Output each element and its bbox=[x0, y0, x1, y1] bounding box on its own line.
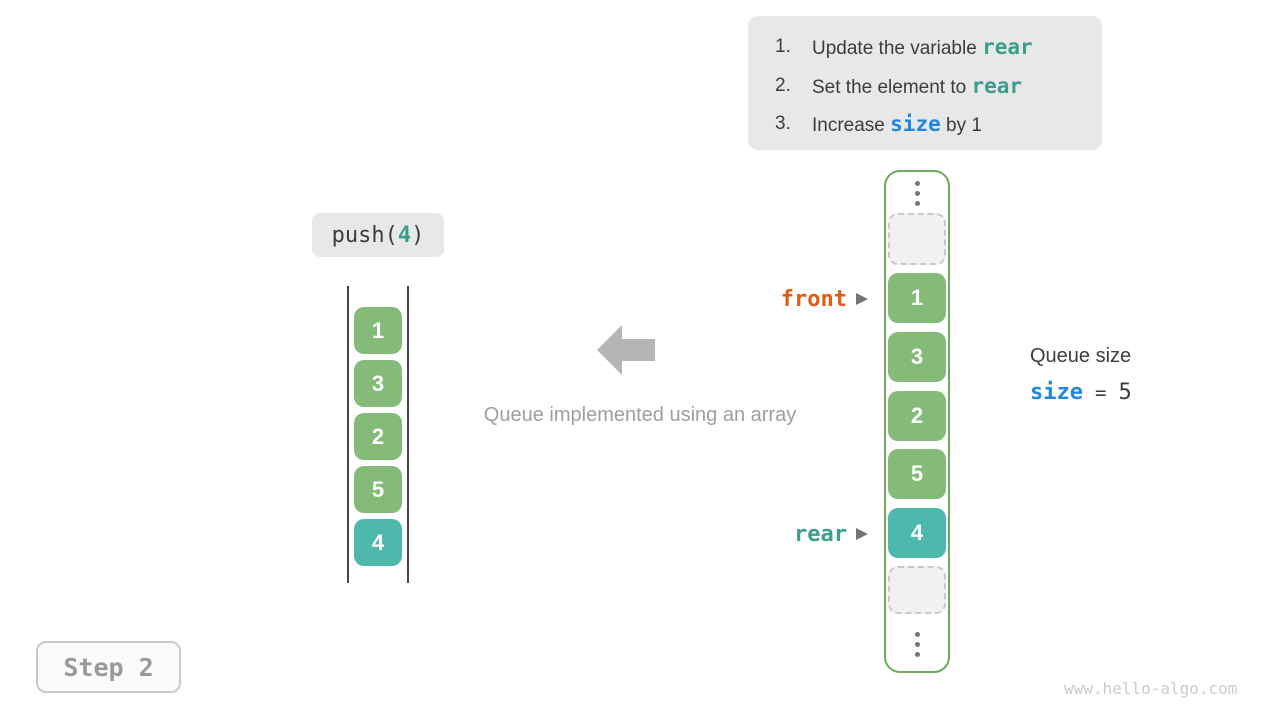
step-text: Set the element to rear bbox=[812, 73, 1023, 98]
code-rear: rear bbox=[971, 73, 1023, 98]
pointer-arrow-icon bbox=[856, 528, 868, 540]
instruction-step-3: 3. Increase size by 1 bbox=[775, 106, 1084, 145]
array-cell-front: 1 bbox=[888, 273, 946, 323]
front-pointer: front bbox=[758, 285, 868, 313]
array-cell-empty bbox=[888, 566, 946, 614]
vertical-ellipsis-icon bbox=[886, 181, 948, 206]
push-argument: 4 bbox=[397, 222, 412, 248]
code-size: size bbox=[890, 112, 941, 136]
step-text: Update the variable rear bbox=[812, 35, 1033, 59]
code-rear: rear bbox=[982, 35, 1033, 59]
array-cell: 3 bbox=[888, 332, 946, 382]
instruction-box: 1. Update the variable rear 2. Set the e… bbox=[748, 16, 1102, 150]
left-arrow-icon bbox=[597, 325, 655, 375]
stack-cell: 1 bbox=[354, 307, 402, 354]
instruction-step-2: 2. Set the element to rear bbox=[775, 68, 1084, 107]
size-value: 5 bbox=[1118, 380, 1132, 405]
size-variable: size bbox=[1030, 380, 1083, 405]
array-diagram: 1 3 2 5 4 bbox=[884, 170, 950, 673]
array-cell-empty bbox=[888, 213, 946, 265]
vertical-ellipsis-icon bbox=[886, 632, 948, 657]
array-cell: 2 bbox=[888, 391, 946, 441]
stack-cell: 3 bbox=[354, 360, 402, 407]
stack-cell-new: 4 bbox=[354, 519, 402, 566]
array-cell: 5 bbox=[888, 449, 946, 499]
queue-size-panel: Queue size size = 5 bbox=[1030, 345, 1132, 405]
queue-size-title: Queue size bbox=[1030, 345, 1132, 367]
array-cell-rear: 4 bbox=[888, 508, 946, 558]
step-text: Increase size by 1 bbox=[812, 112, 982, 136]
stack-cell: 2 bbox=[354, 413, 402, 460]
stack-cell: 5 bbox=[354, 466, 402, 513]
rear-pointer-label: rear bbox=[794, 521, 847, 547]
queue-size-expression: size = 5 bbox=[1030, 380, 1132, 405]
step-number: 1. bbox=[775, 36, 791, 57]
equals-sign: = bbox=[1094, 382, 1107, 404]
step-number: 3. bbox=[775, 113, 791, 134]
step-badge: Step 2 bbox=[36, 641, 181, 693]
push-prefix: push( bbox=[331, 222, 398, 248]
step-number: 2. bbox=[775, 74, 791, 96]
rear-pointer: rear bbox=[758, 520, 868, 548]
pointer-arrow-icon bbox=[856, 293, 868, 305]
front-pointer-label: front bbox=[780, 286, 847, 312]
stack-diagram: 1 3 2 5 4 bbox=[347, 286, 409, 583]
watermark: www.hello-algo.com bbox=[1064, 679, 1238, 698]
diagram-caption: Queue implemented using an array bbox=[483, 404, 797, 426]
instruction-step-1: 1. Update the variable rear bbox=[775, 29, 1084, 68]
push-suffix: ) bbox=[411, 222, 425, 248]
push-operation-label: push(4) bbox=[312, 213, 444, 257]
